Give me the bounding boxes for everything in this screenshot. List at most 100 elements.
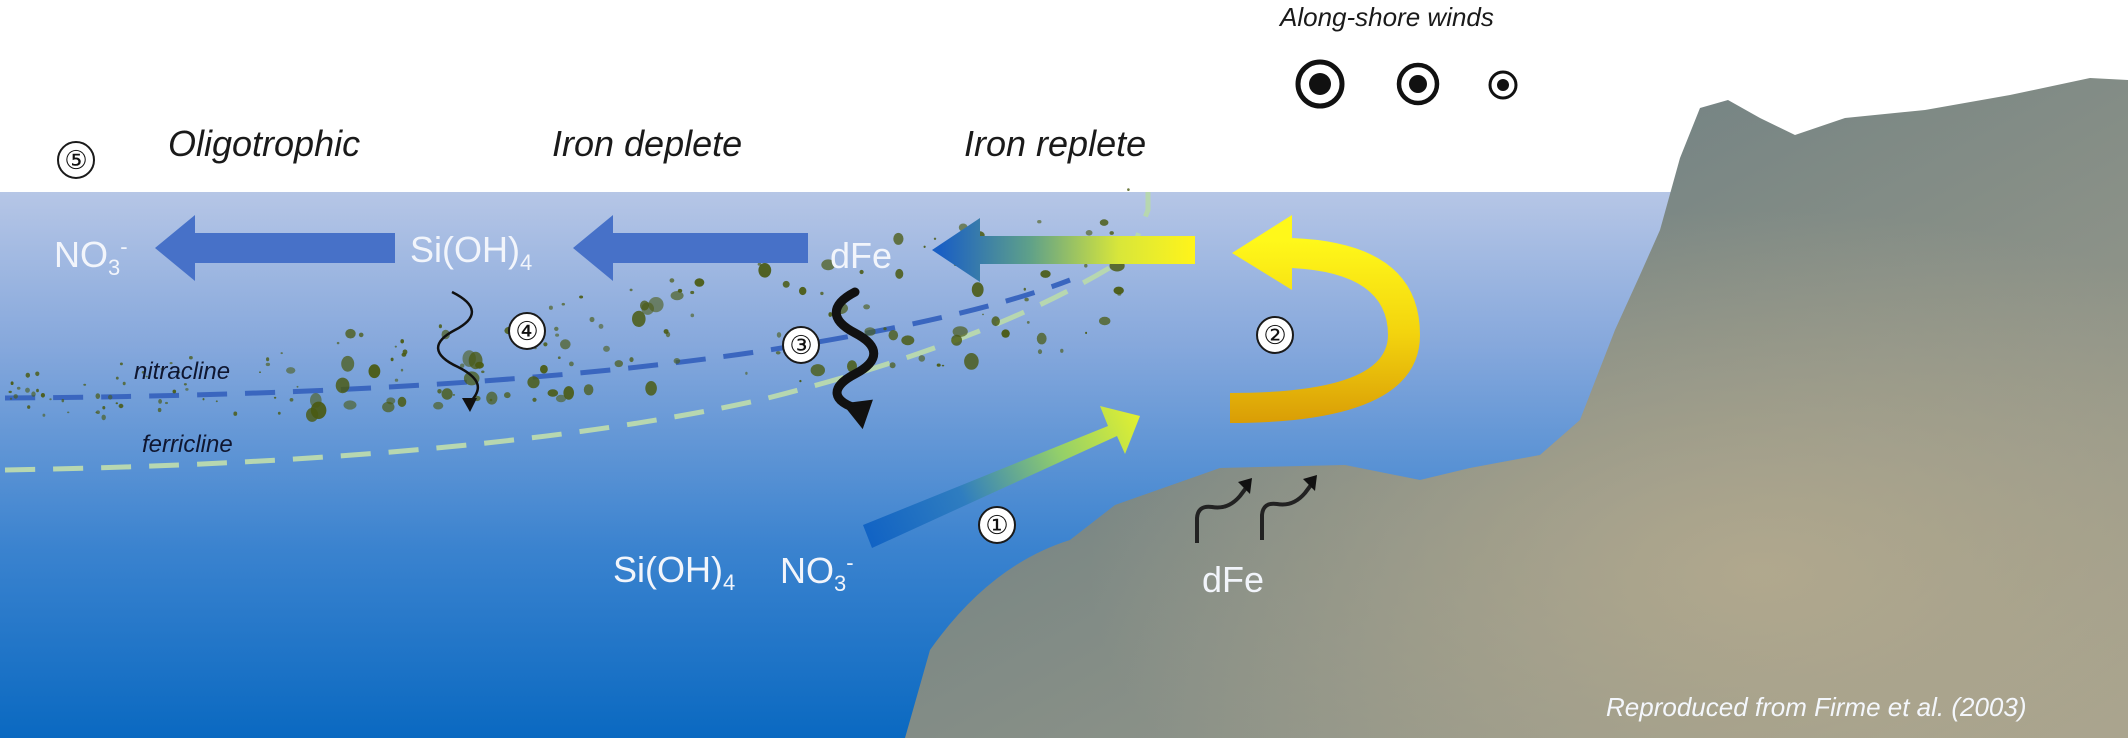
phytoplankton-speck <box>368 364 381 379</box>
step-3-marker: ③ <box>782 326 820 364</box>
phytoplankton-speck <box>555 394 567 403</box>
nitrate-label-top: NO3- <box>54 234 128 281</box>
phytoplankton-speck <box>394 345 397 348</box>
phytoplankton-speck <box>25 372 30 378</box>
arrow-iron-deplete <box>573 215 808 281</box>
ferricline-label: ferricline <box>142 431 233 458</box>
phytoplankton-speck <box>462 350 476 367</box>
phytoplankton-speck <box>296 385 299 388</box>
wind-label: Along-shore winds <box>1280 2 1494 32</box>
phytoplankton-speck <box>1026 321 1030 324</box>
step-4-marker: ④ <box>508 312 546 350</box>
nitracline-line <box>4 277 1071 401</box>
phytoplankton-speck <box>215 400 218 403</box>
sinking-arrow-3 <box>831 287 879 415</box>
wind-symbol-large <box>1295 59 1345 109</box>
phytoplankton-speck <box>598 323 604 329</box>
phytoplankton-speck <box>548 305 553 310</box>
phytoplankton-speck <box>563 386 574 400</box>
phytoplankton-speck <box>259 371 261 374</box>
phytoplankton-speck <box>1117 292 1122 296</box>
phytoplankton-speck <box>40 393 46 398</box>
phytoplankton-speck <box>273 396 277 399</box>
phytoplankton-speck <box>690 313 695 318</box>
phytoplankton-speck <box>67 411 70 414</box>
phytoplankton-speck <box>670 291 684 301</box>
nitracline-label: nitracline <box>134 358 231 385</box>
phytoplankton-speck <box>1024 297 1029 302</box>
phytoplankton-speck <box>49 398 52 401</box>
phytoplankton-speck <box>901 335 915 346</box>
phytoplankton-speck <box>941 364 945 367</box>
phytoplankton-speck <box>118 403 124 409</box>
phytoplankton-speck <box>991 316 1000 327</box>
zone-iron-deplete: Iron deplete <box>552 123 743 164</box>
phytoplankton-speck <box>952 326 968 337</box>
phytoplankton-speck <box>42 413 46 417</box>
phytoplankton-speck <box>358 332 364 338</box>
phytoplankton-speck <box>543 342 548 347</box>
phytoplankton-speck <box>286 367 296 374</box>
phytoplankton-speck <box>776 332 782 338</box>
phytoplankton-speck <box>10 381 14 386</box>
iron-release-arrow-2 <box>1260 483 1313 540</box>
phytoplankton-speck <box>677 288 683 293</box>
phytoplankton-speck <box>951 334 962 346</box>
phytoplankton-speck <box>1084 263 1088 268</box>
wind-symbol-small <box>1488 70 1518 100</box>
sinking-arrowhead-3 <box>842 399 873 430</box>
step-5-marker: ⑤ <box>57 141 95 179</box>
phytoplankton-speck <box>345 328 356 339</box>
phytoplankton-speck <box>25 387 30 393</box>
phytoplankton-speck <box>859 269 864 275</box>
phytoplankton-speck <box>145 375 148 378</box>
phytoplankton-speck <box>936 363 941 367</box>
phytoplankton-speck <box>390 357 394 362</box>
phytoplankton-speck <box>893 232 904 245</box>
phytoplankton-speck <box>895 268 904 279</box>
phytoplankton-speck <box>1037 220 1042 224</box>
source-credit: Reproduced from Firme et al. (2003) <box>1606 692 2027 722</box>
phytoplankton-speck <box>547 389 559 397</box>
phytoplankton-speck <box>400 368 404 372</box>
phytoplankton-speck <box>27 405 31 409</box>
phytoplankton-speck <box>481 370 485 374</box>
phytoplankton-speck <box>1001 329 1010 338</box>
phytoplankton-speck <box>1113 286 1124 295</box>
phytoplankton-speck <box>1127 188 1130 192</box>
phytoplankton-speck <box>888 330 899 341</box>
phytoplankton-speck <box>589 316 595 323</box>
phytoplankton-speck <box>560 339 571 350</box>
phytoplankton-speck <box>828 312 833 317</box>
phytoplankton-speck <box>31 391 36 397</box>
phytoplankton-speck <box>189 356 193 360</box>
zone-oligotrophic: Oligotrophic <box>168 123 361 164</box>
phytoplankton-speck <box>799 286 807 296</box>
sinking-arrowhead-4 <box>462 398 477 412</box>
phytoplankton-speck <box>1023 287 1026 291</box>
phytoplankton-speck <box>95 393 101 399</box>
phytoplankton-speck <box>782 280 790 288</box>
phytoplankton-speck <box>540 364 548 374</box>
phytoplankton-speck <box>665 331 671 338</box>
phytoplankton-speck <box>640 300 649 311</box>
phytoplankton-speck <box>758 263 772 278</box>
phytoplankton-speck <box>96 410 100 415</box>
phytoplankton-speck <box>460 363 465 368</box>
phytoplankton-speck <box>335 377 350 394</box>
phytoplankton-speck <box>579 295 584 299</box>
iron-release-arrowhead-1 <box>1238 478 1252 494</box>
phytoplankton-speck <box>1099 219 1109 226</box>
phytoplankton-speck <box>83 383 87 386</box>
phytoplankton-speck <box>438 324 442 329</box>
wind-symbol-medium <box>1396 62 1440 106</box>
phytoplankton-speck <box>122 381 126 386</box>
arrow-iron-replete <box>932 218 1195 282</box>
phytoplankton-speck <box>669 278 675 283</box>
phytoplankton-speck <box>185 388 189 391</box>
phytoplankton-speck <box>603 345 610 352</box>
phytoplankton-speck <box>964 353 979 370</box>
phytoplankton-speck <box>1085 230 1093 236</box>
phytoplankton-speck <box>864 327 876 336</box>
phytoplankton-speck <box>265 362 271 367</box>
